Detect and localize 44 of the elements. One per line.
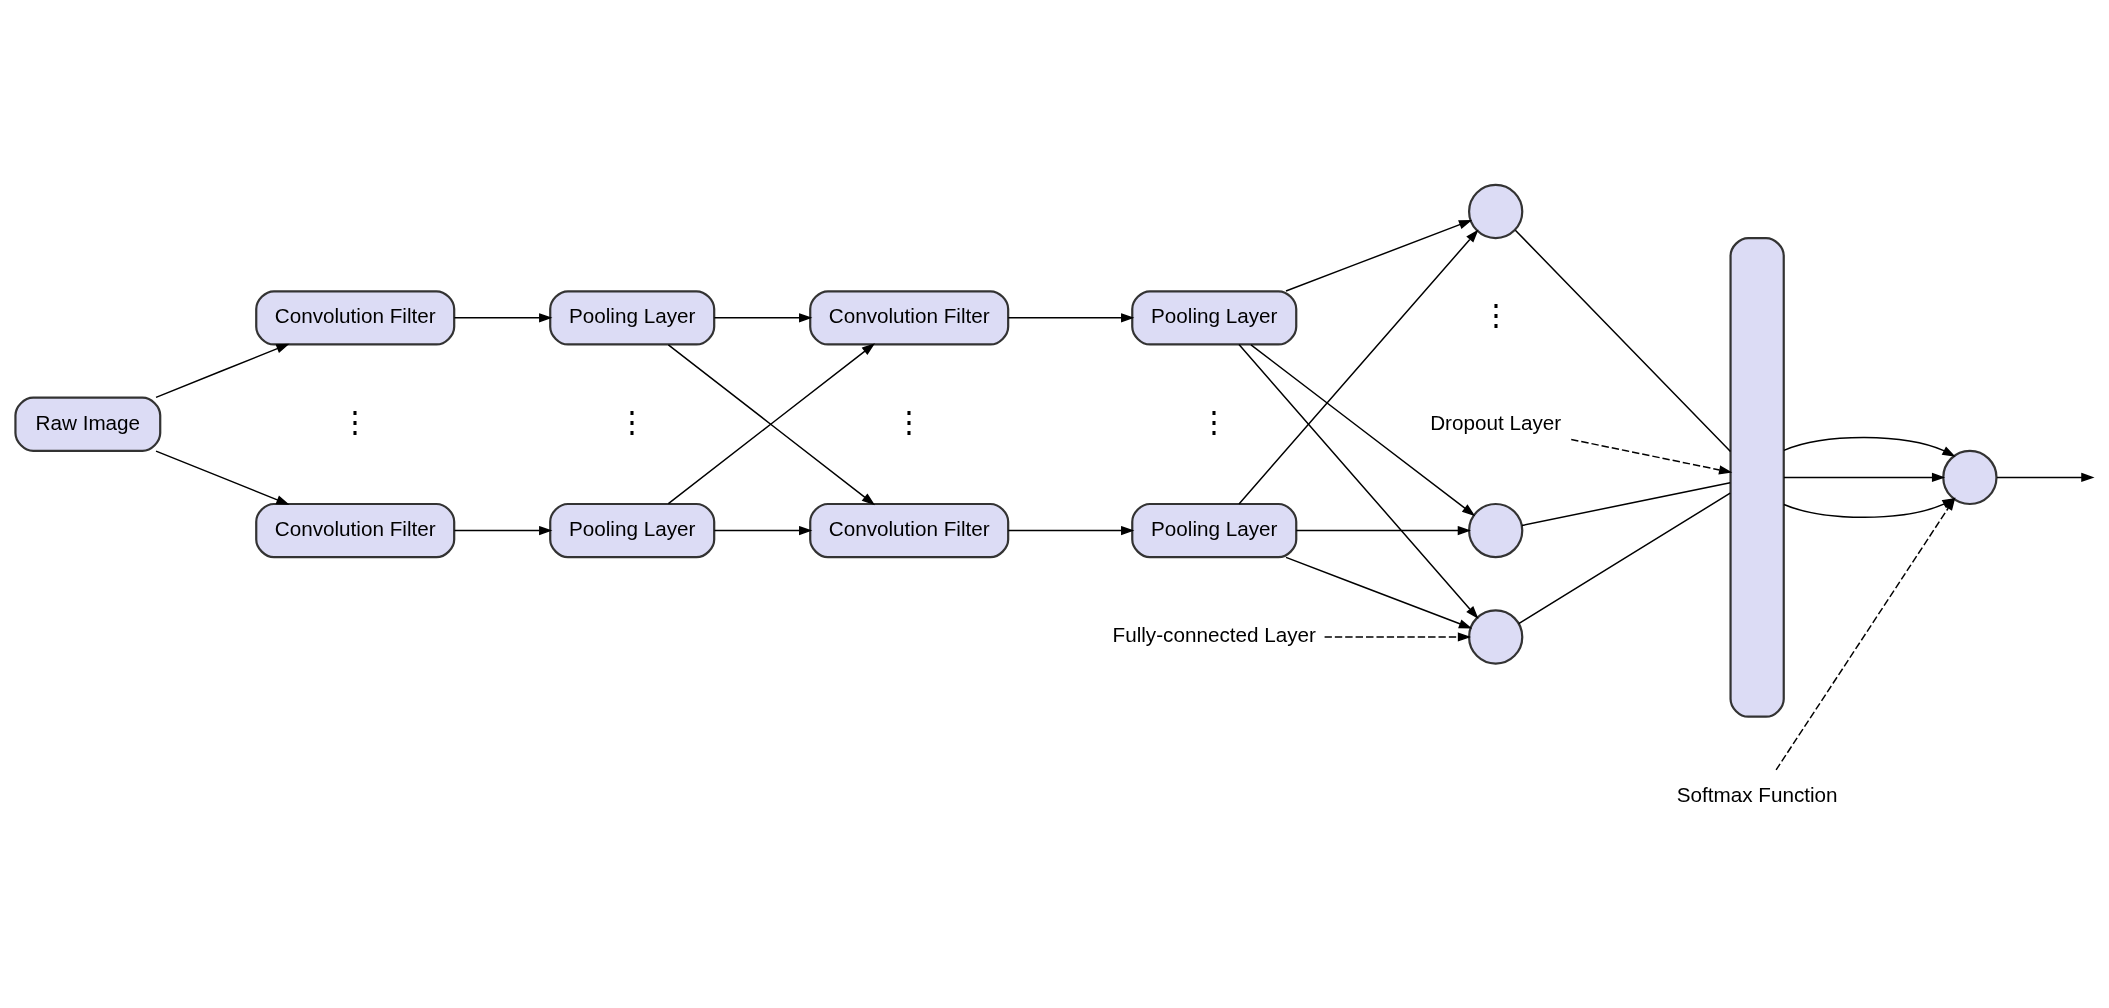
node-bar <box>1729 237 1785 718</box>
label: ⋮ <box>340 404 371 438</box>
connector <box>1521 481 1731 527</box>
node-box: Convolution Filter <box>809 502 1010 559</box>
node-text: Dropout Layer <box>1430 410 1562 434</box>
arrow <box>155 450 290 505</box>
arrow <box>713 525 813 536</box>
node-box: Pooling Layer <box>1131 290 1298 346</box>
arrow <box>1323 632 1472 642</box>
arrow <box>1250 344 1476 517</box>
connector <box>1518 492 1731 625</box>
label: ⋮ <box>1199 404 1230 438</box>
arrow <box>713 313 813 323</box>
node-box: Convolution Filter <box>255 502 456 559</box>
arrow <box>1238 343 1479 620</box>
arrow <box>453 525 553 536</box>
arrow <box>1783 436 1956 457</box>
arrow <box>1007 313 1135 323</box>
label: ⋮ <box>617 404 648 438</box>
arrow <box>1783 472 1946 483</box>
node-box: Pooling Layer <box>549 290 716 346</box>
node-box: Raw Image <box>14 396 162 452</box>
node-circle <box>1467 502 1524 559</box>
arrow <box>1996 472 2095 483</box>
label: ⋮ <box>894 404 925 438</box>
arrow <box>1007 525 1135 536</box>
node-text: Fully-connected Layer <box>1112 623 1316 647</box>
node-box: Convolution Filter <box>255 290 456 346</box>
node-box: Pooling Layer <box>1131 502 1298 559</box>
node-box: Convolution Filter <box>809 290 1010 346</box>
connector <box>1514 229 1732 453</box>
arrow <box>1238 229 1479 505</box>
node-circle <box>1942 449 1998 506</box>
node-circle <box>1467 183 1524 240</box>
arrow <box>1295 525 1472 536</box>
arrow <box>155 343 290 399</box>
node-text: Softmax Function <box>1676 782 1838 806</box>
arrow <box>1285 556 1473 629</box>
node-box: Pooling Layer <box>549 502 716 559</box>
label: ⋮ <box>1480 298 1511 332</box>
node-circle <box>1467 609 1524 665</box>
arrow <box>1285 219 1473 292</box>
arrow <box>453 313 553 323</box>
arrow <box>1570 438 1733 475</box>
